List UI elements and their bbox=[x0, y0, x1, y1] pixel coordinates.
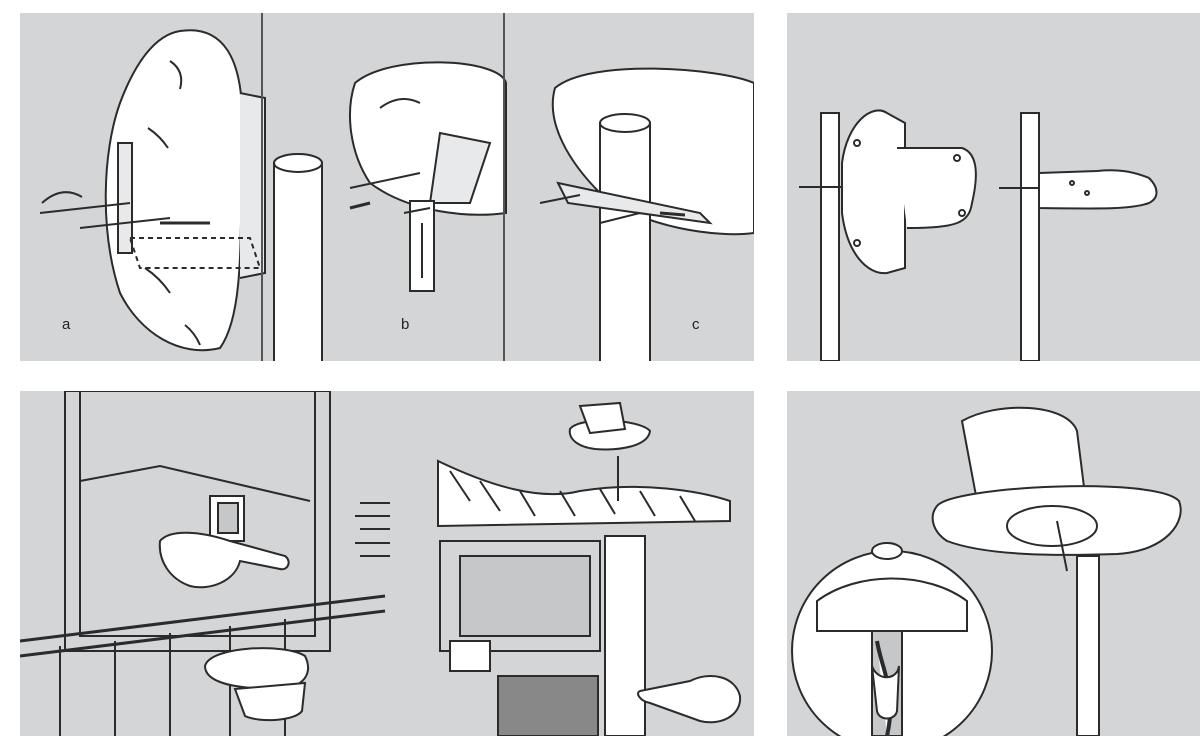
step-c-label: c bbox=[692, 316, 700, 333]
step-a-antenna bbox=[39, 29, 266, 352]
indoor-antenna bbox=[203, 647, 310, 722]
cable-connection-illustration bbox=[791, 406, 1182, 736]
indoor-placement-panel bbox=[20, 391, 754, 736]
step-b-antenna bbox=[349, 61, 507, 292]
zoom-callout bbox=[791, 542, 993, 736]
indoor-placement-illustration bbox=[20, 391, 742, 736]
cable-connection-panel bbox=[787, 391, 1200, 736]
horizontal-orientation bbox=[999, 112, 1158, 361]
step-a-pole bbox=[273, 153, 323, 361]
pointing-hand-left bbox=[158, 531, 290, 589]
vertical-orientation bbox=[799, 109, 977, 361]
pole-orientation-panel bbox=[787, 13, 1200, 361]
pole-orientation-illustration bbox=[799, 109, 1158, 361]
window-scene bbox=[20, 391, 390, 736]
mounting-steps-panel: a b c bbox=[20, 13, 754, 361]
mounted-antenna bbox=[931, 406, 1182, 736]
pointing-hand-right bbox=[637, 675, 742, 724]
step-b-label: b bbox=[401, 316, 409, 333]
rooftop-antenna bbox=[568, 401, 652, 451]
mounting-steps-illustration: a b c bbox=[39, 13, 754, 361]
rooftop-scene bbox=[437, 456, 731, 736]
step-c-antenna bbox=[539, 67, 754, 361]
step-a-label: a bbox=[62, 316, 71, 333]
